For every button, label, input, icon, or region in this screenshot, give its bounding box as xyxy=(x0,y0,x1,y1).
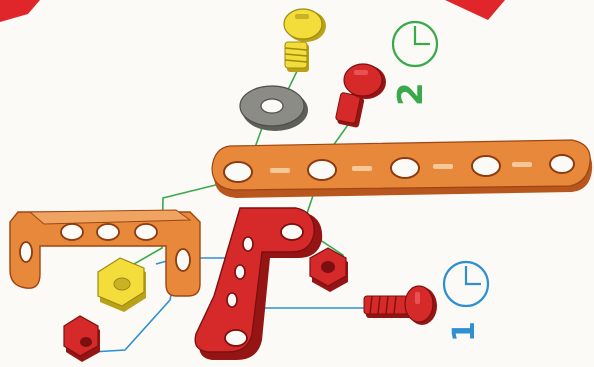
step-2-marker: 2 xyxy=(391,22,437,106)
step-1-number: 1 xyxy=(447,321,482,342)
step-1-marker: 1 xyxy=(444,262,488,342)
red-screw-top xyxy=(335,64,386,128)
clock-hands xyxy=(415,26,430,44)
washer xyxy=(240,86,308,131)
red-screw-bottom xyxy=(364,286,437,325)
yellow-nut xyxy=(98,258,146,312)
long-perforated-strip xyxy=(212,140,592,198)
step-2-number: 2 xyxy=(391,82,431,106)
clock-hands xyxy=(466,266,481,284)
yellow-screw xyxy=(284,9,326,72)
corner-decoration xyxy=(445,0,505,20)
corner-decoration xyxy=(0,0,40,22)
l-bracket xyxy=(195,208,322,360)
red-nut-left xyxy=(64,316,100,362)
